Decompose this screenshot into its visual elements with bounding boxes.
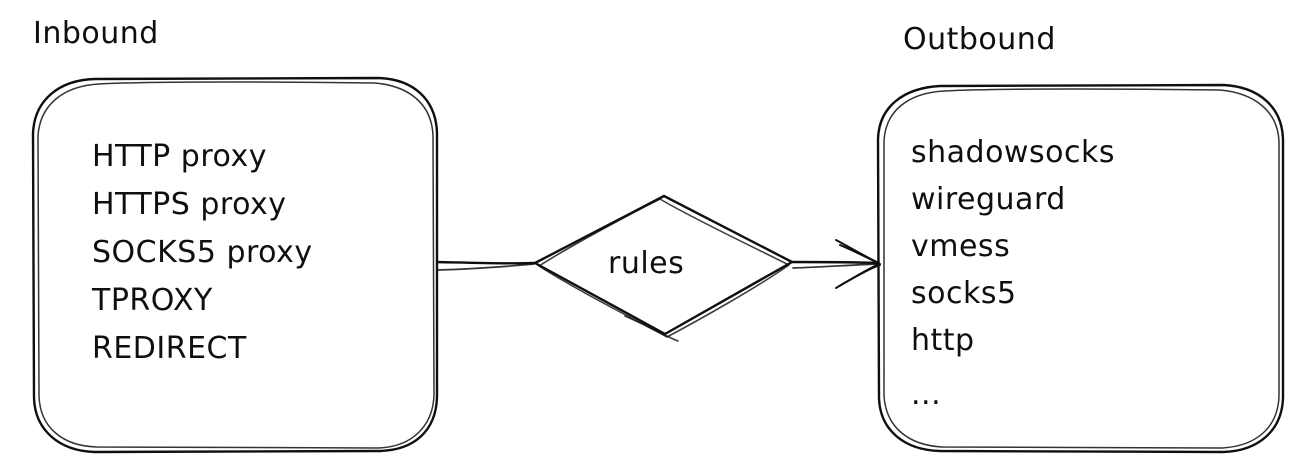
outbound-box-title: Outbound [903,22,1056,57]
list-item: HTTP proxy [92,139,267,174]
inbound-item-list: HTTP proxy HTTPS proxy SOCKS5 proxy TPRO… [92,133,313,373]
list-item: shadowsocks [911,135,1115,170]
list-item: TPROXY [92,283,213,318]
outbound-item-list: shadowsocks wireguard vmess socks5 http … [911,129,1115,426]
outbound-box-shape [876,83,1285,454]
inbound-box-shape [31,76,439,454]
list-item: REDIRECT [92,331,247,366]
rules-diamond-shape [533,194,794,342]
list-item: SOCKS5 proxy [92,235,313,270]
arrowhead-icon [835,239,881,289]
list-item: vmess [911,229,1011,264]
list-item: socks5 [911,276,1017,311]
list-item: ... [911,377,942,412]
edge-rules-to-outbound [790,239,881,289]
rules-node-label: rules [608,246,685,281]
list-item: wireguard [911,182,1066,217]
inbound-box-title: Inbound [33,16,159,51]
list-item: http [911,323,975,358]
list-item: HTTPS proxy [92,187,287,222]
edge-inbound-to-rules [435,260,536,271]
